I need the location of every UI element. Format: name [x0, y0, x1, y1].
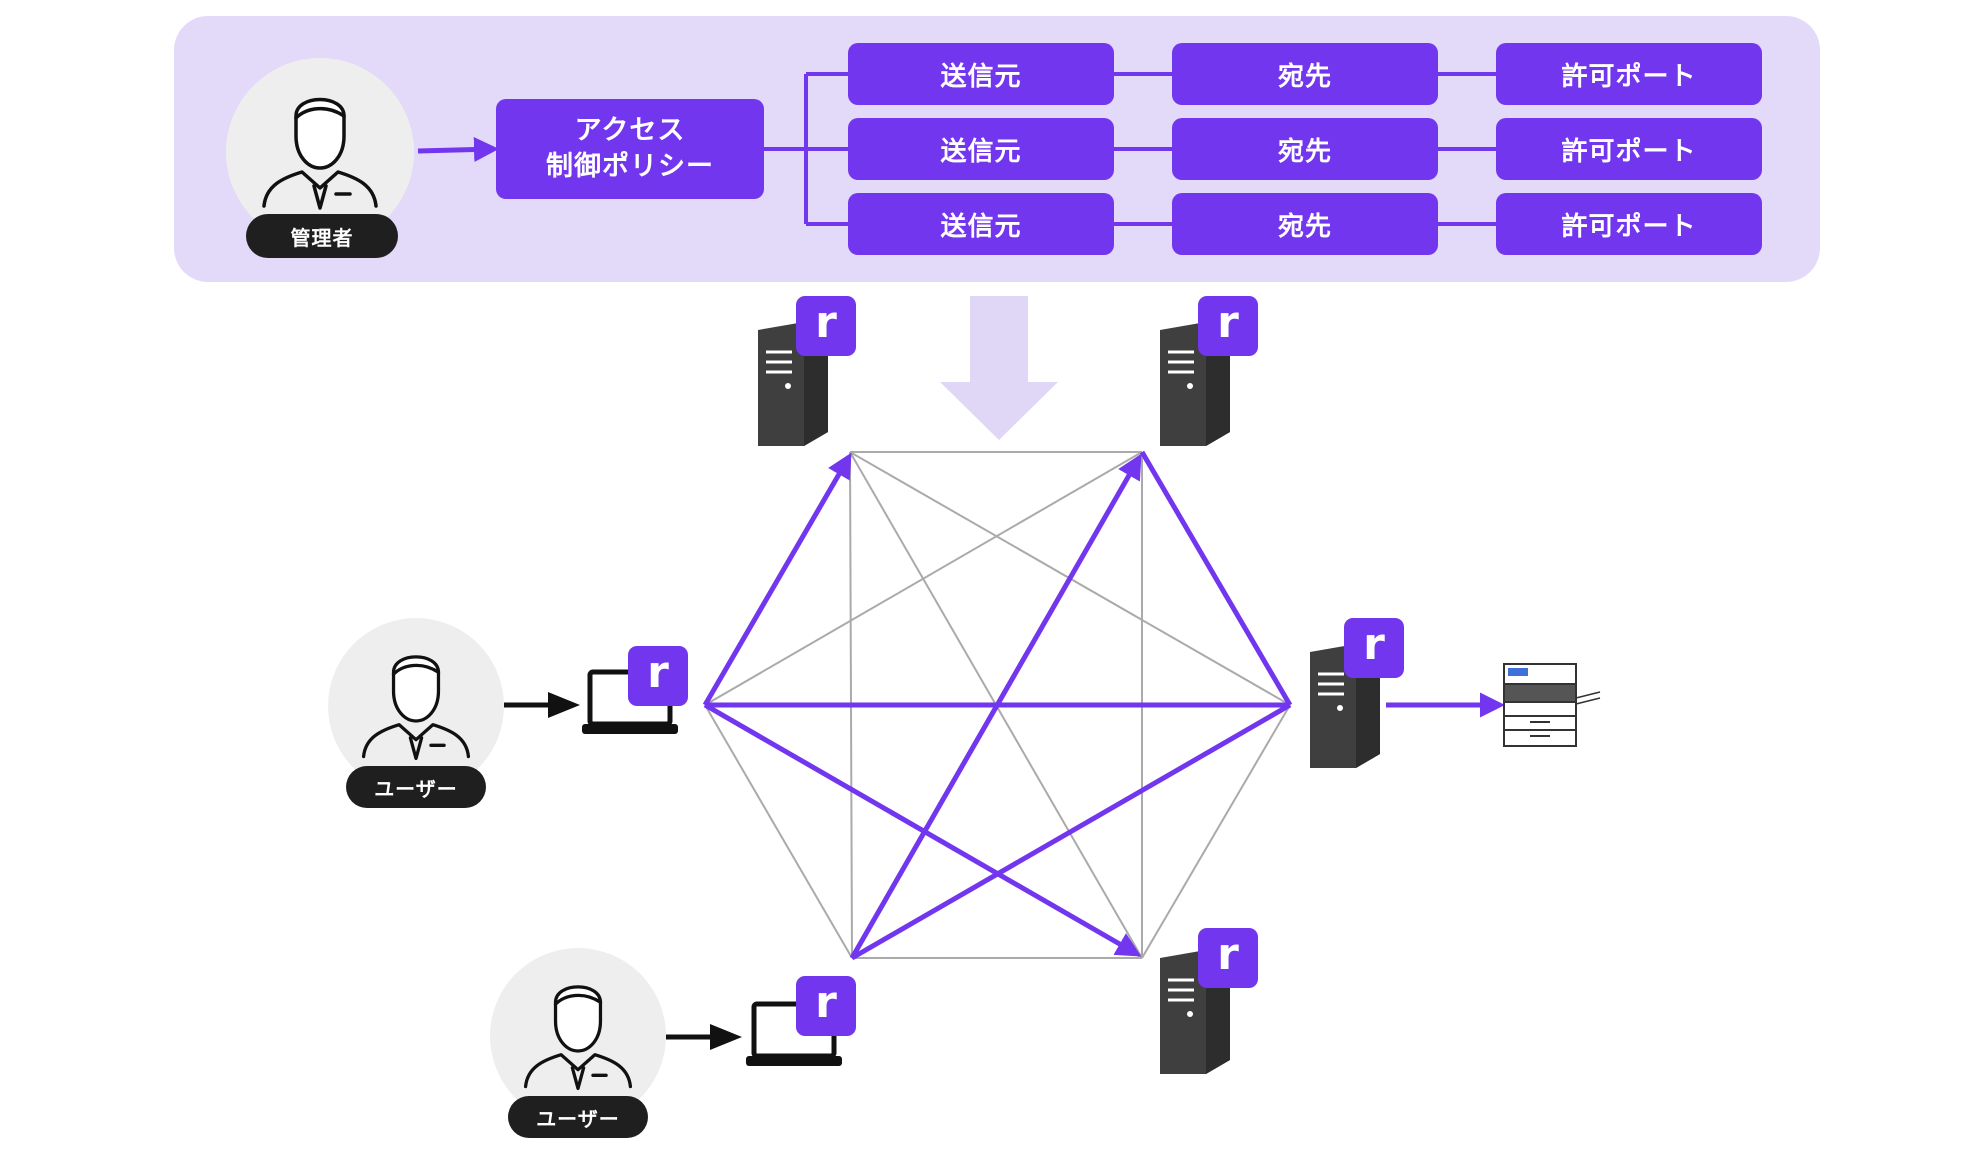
policy-distribution-arrow [940, 296, 1058, 440]
permitted-flows [702, 450, 1505, 961]
rule-source-box: 送信元 [848, 43, 1114, 105]
person-icon [361, 655, 471, 761]
admin-label: 管理者 [246, 214, 398, 258]
rule-destination-box: 宛先 [1172, 43, 1438, 105]
person-icon [523, 985, 633, 1091]
policy-line1: アクセス [574, 115, 686, 146]
agent-badge: r [796, 976, 856, 1036]
rule-destination-box: 宛先 [1172, 118, 1438, 180]
rule-source-box: 送信元 [848, 193, 1114, 255]
access-policy-box: アクセス 制御ポリシー [496, 99, 764, 199]
agent-badge: r [796, 296, 856, 356]
user-access-arrows [504, 692, 742, 1050]
rule-destination-box: 宛先 [1172, 193, 1438, 255]
person-icon [262, 97, 378, 210]
agent-badge: r [1344, 618, 1404, 678]
rule-port-box: 許可ポート [1496, 118, 1762, 180]
policy-rule-connectors [764, 72, 1496, 226]
rule-source-box: 送信元 [848, 118, 1114, 180]
admin-to-policy-arrow [417, 137, 499, 163]
printer-icon [1503, 663, 1601, 747]
agent-badge: r [1198, 928, 1258, 988]
rule-port-box: 許可ポート [1496, 193, 1762, 255]
user-label: ユーザー [508, 1096, 648, 1138]
user-label: ユーザー [346, 766, 486, 808]
agent-badge: r [628, 646, 688, 706]
rule-port-box: 許可ポート [1496, 43, 1762, 105]
user-avatar [328, 618, 504, 794]
user-avatar [490, 948, 666, 1124]
policy-line2: 制御ポリシー [546, 151, 714, 182]
admin-avatar [226, 58, 414, 246]
agent-badge: r [1198, 296, 1258, 356]
